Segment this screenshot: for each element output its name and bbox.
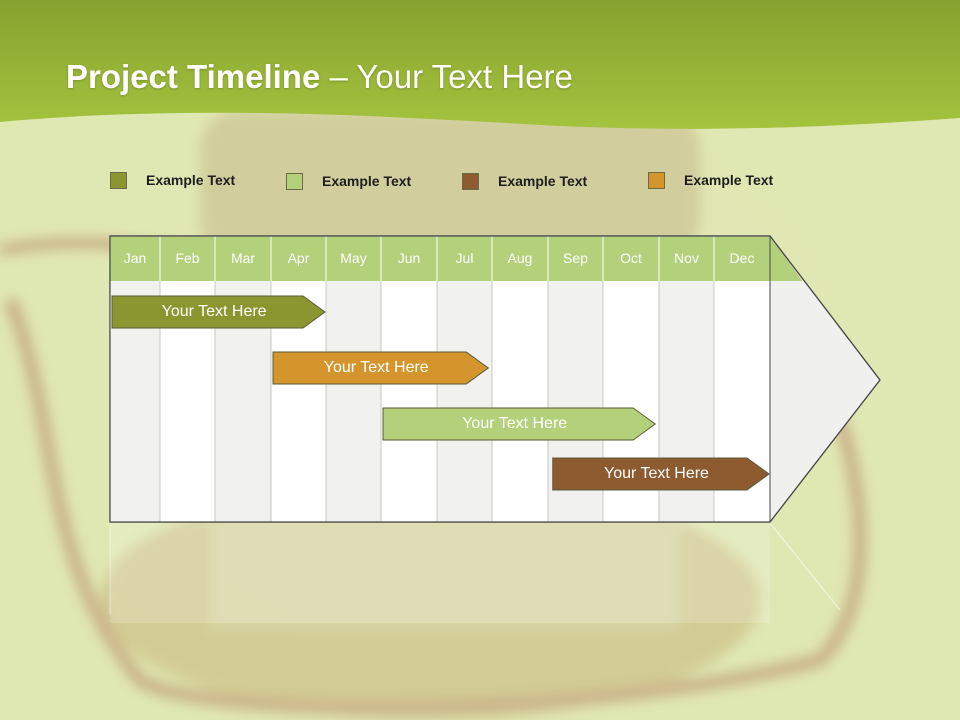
month-label-jan: Jan (123, 250, 147, 266)
header-band (0, 0, 960, 129)
legend-swatch-1 (110, 172, 127, 189)
month-label-nov: Nov (674, 250, 699, 266)
task-arrow-3 (382, 407, 657, 441)
task-label-4: Your Text Here (603, 465, 709, 482)
title-rest: – Your Text Here (320, 58, 573, 95)
legend-label-4: Example Text (684, 172, 774, 188)
month-column-8 (492, 281, 548, 522)
month-column-6 (381, 281, 437, 522)
timeline-arrow-outline (109, 235, 881, 523)
month-label-jun: Jun (397, 250, 421, 266)
month-label-jul: Jul (455, 250, 474, 266)
month-label-apr: Apr (287, 250, 310, 266)
month-column-5 (326, 281, 381, 522)
task-label-1: Your Text Here (161, 303, 267, 320)
legend-label-1: Example Text (146, 172, 236, 188)
month-header-band (110, 236, 770, 281)
reflection-edge-right (769, 522, 841, 611)
title-bold: Project Timeline (66, 58, 321, 95)
month-label-dec: Dec (729, 250, 755, 266)
month-label-feb: Feb (175, 250, 200, 266)
month-label-aug: Aug (507, 250, 533, 266)
legend-label-2: Example Text (322, 173, 412, 189)
legend-swatch-2 (286, 173, 303, 190)
task-arrow-2 (272, 351, 490, 385)
month-label-may: May (340, 250, 367, 266)
task-label-2: Your Text Here (323, 359, 429, 376)
task-label-3: Your Text Here (462, 415, 568, 432)
month-label-mar: Mar (230, 250, 256, 266)
legend-label-3: Example Text (498, 173, 588, 189)
month-column-7 (437, 281, 492, 522)
legend-swatch-3 (462, 173, 479, 190)
month-label-oct: Oct (620, 250, 642, 266)
grid-reflection (110, 523, 770, 623)
legend-swatch-4 (648, 172, 665, 189)
task-arrow-1 (111, 295, 326, 329)
task-arrow-4 (552, 457, 770, 491)
month-label-sep: Sep (563, 250, 588, 266)
page-title: Project Timeline – Your Text Here (66, 58, 573, 96)
